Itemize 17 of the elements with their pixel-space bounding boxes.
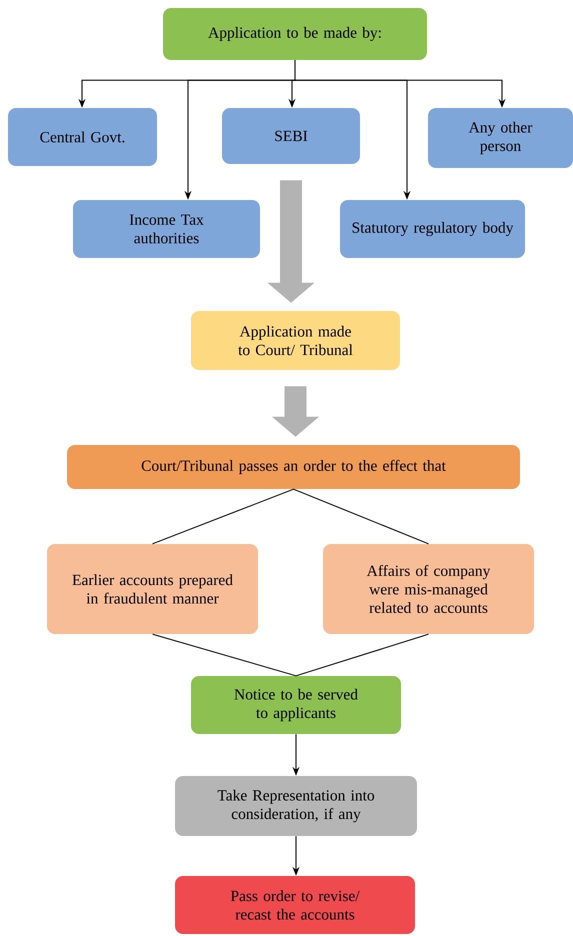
process-box: Take Representation into consideration, if any <box>175 776 417 836</box>
process-box: Court/Tribunal passes an order to the effect that <box>67 445 520 489</box>
process-box: Notice to be served to applicants <box>191 676 401 734</box>
process-box: Statutory regulatory body <box>340 200 525 258</box>
process-box: Earlier accounts prepared in fraudulent manner <box>47 544 258 634</box>
process-box: Any other person <box>428 108 573 168</box>
process-box: Income Tax authorities <box>73 200 260 258</box>
process-box: Central Govt. <box>8 108 157 166</box>
connector-line <box>152 634 296 676</box>
process-box: Application made to Court/ Tribunal <box>191 311 400 370</box>
connector-line <box>296 634 429 676</box>
process-box: Pass order to revise/ recast the accounts <box>175 876 415 934</box>
process-box: SEBI <box>222 108 360 164</box>
process-box: Application to be made by: <box>163 8 427 60</box>
connector-line <box>293 488 429 544</box>
process-box: Affairs of company were mis-managed related to accounts <box>323 544 534 634</box>
connector-line <box>152 488 294 544</box>
